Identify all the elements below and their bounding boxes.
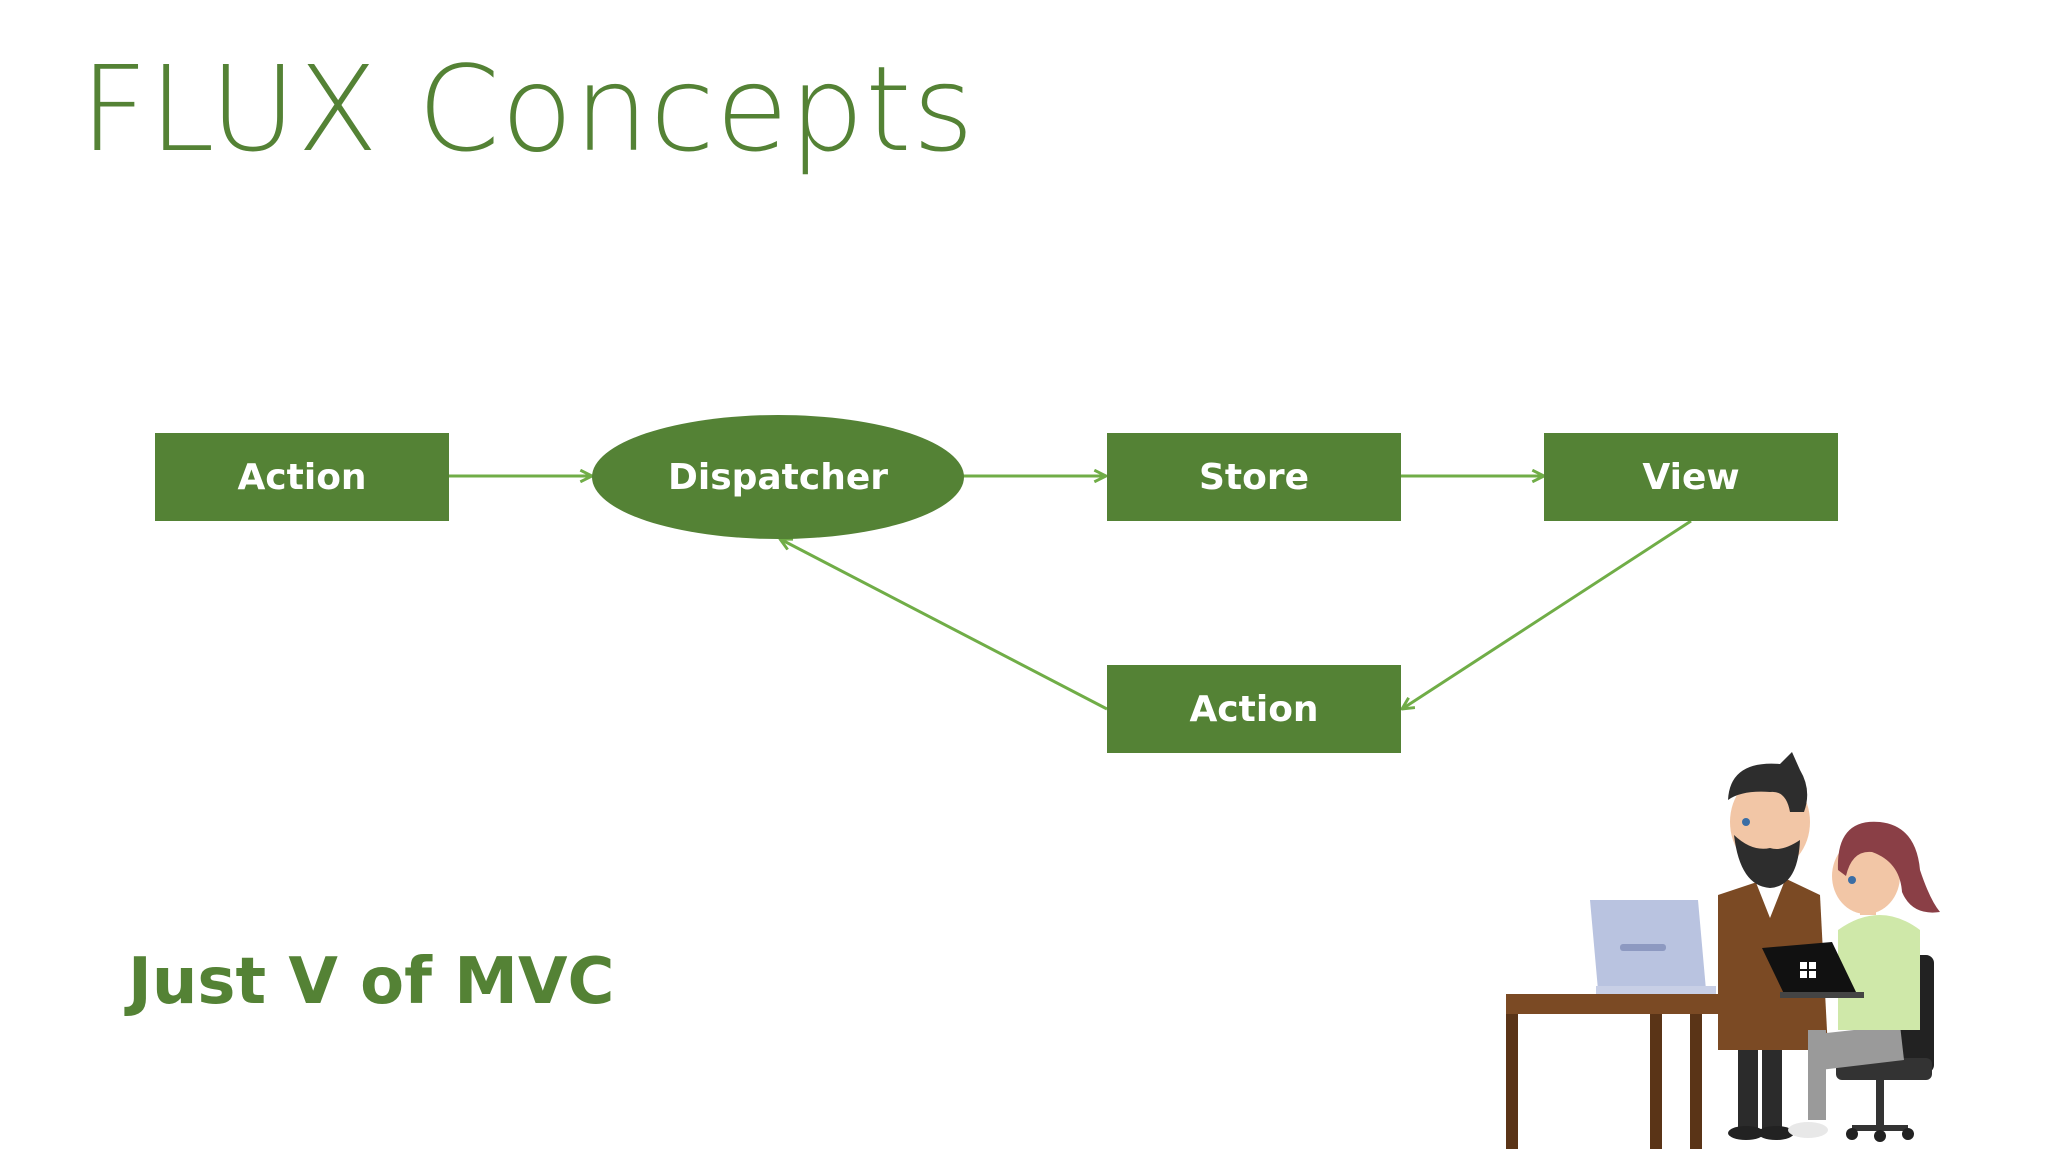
windows-laptop-icon [1762,942,1864,998]
sitting-woman [1788,821,1940,1138]
node-action-top-label: Action [237,456,367,498]
slide-subtitle: Just V of MVC [128,945,615,1019]
node-action-top: Action [155,433,449,521]
node-store: Store [1107,433,1401,521]
node-store-label: Store [1198,456,1310,498]
arrow-view-to-action [1402,519,1692,709]
laptop-icon [1590,900,1716,994]
node-action-bottom: Action [1107,665,1401,753]
node-action-bottom-label: Action [1189,688,1319,730]
arrow-action-to-dispatcher-return [780,539,1108,711]
node-dispatcher-label: Dispatcher [667,456,889,498]
node-view-label: View [1642,456,1740,498]
slide-title: FLUX Concepts [80,40,975,178]
desk [1506,994,1786,1149]
node-view: View [1544,433,1838,521]
node-dispatcher: Dispatcher [592,415,964,539]
